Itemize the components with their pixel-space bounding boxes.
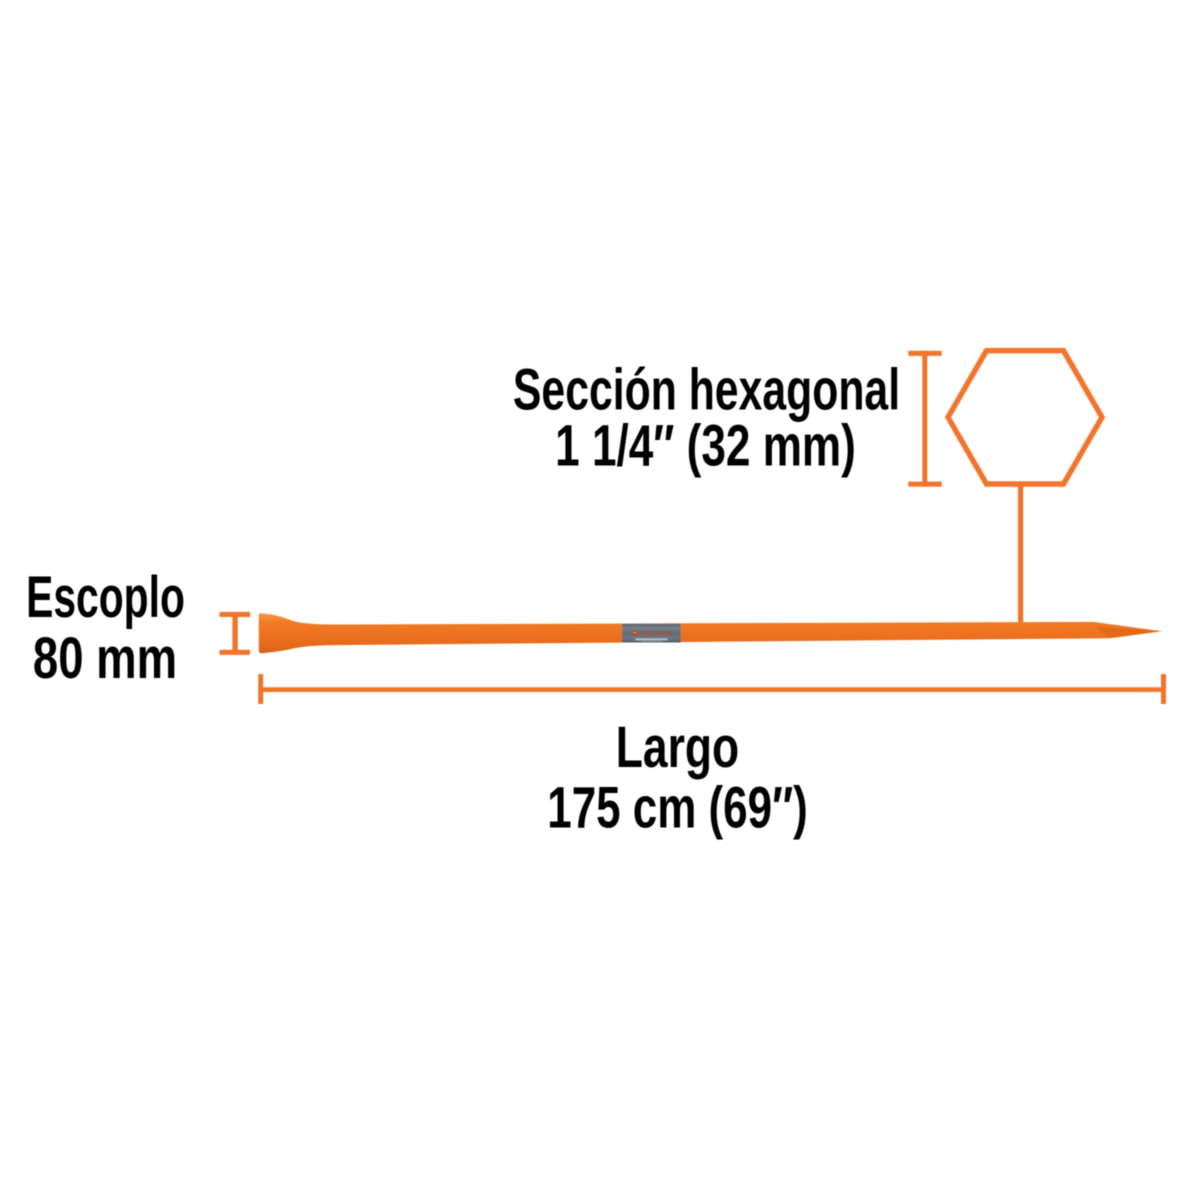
svg-text:Sección hexagonal: Sección hexagonal [513,357,900,422]
svg-text:175 cm (69″): 175 cm (69″) [547,775,808,840]
svg-text:80 mm: 80 mm [33,627,177,692]
svg-text:1 1/4″ (32 mm): 1 1/4″ (32 mm) [555,413,856,478]
svg-text:TRUPER: TRUPER [640,629,673,638]
svg-text:Escoplo: Escoplo [26,565,185,630]
svg-text:Largo: Largo [616,714,739,779]
